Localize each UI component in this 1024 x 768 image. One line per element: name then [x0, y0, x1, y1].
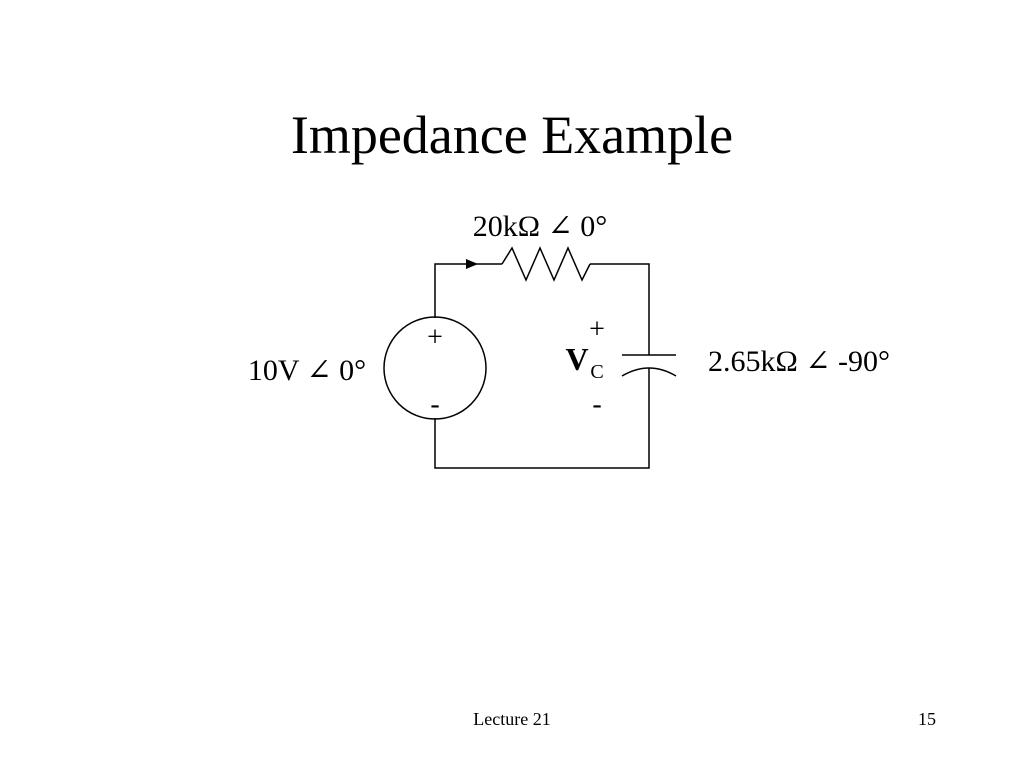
slide-title: Impedance Example	[290, 105, 734, 165]
wire-bottom	[434, 368, 650, 469]
vc-plus-sign: +	[589, 314, 605, 345]
capacitor-label: 2.65kΩ ∠ -90°	[708, 345, 890, 378]
source-minus-sign: -	[430, 389, 439, 420]
source-label: 10V ∠ 0°	[248, 354, 366, 387]
source-plus-sign: +	[427, 322, 443, 353]
resistor-symbol	[501, 246, 591, 282]
voltage-source-circle	[383, 316, 487, 420]
wire-right-top	[590, 263, 650, 355]
footer-lecture: Lecture 21	[473, 709, 551, 729]
vc-subscript: C	[590, 361, 603, 383]
page-number: 15	[918, 709, 936, 729]
wire-left-top	[434, 263, 502, 318]
current-arrow-icon	[466, 259, 478, 269]
vc-symbol: V	[565, 341, 588, 377]
vc-minus-sign: -	[592, 389, 601, 420]
resistor-label: 20kΩ ∠ 0°	[473, 210, 607, 243]
